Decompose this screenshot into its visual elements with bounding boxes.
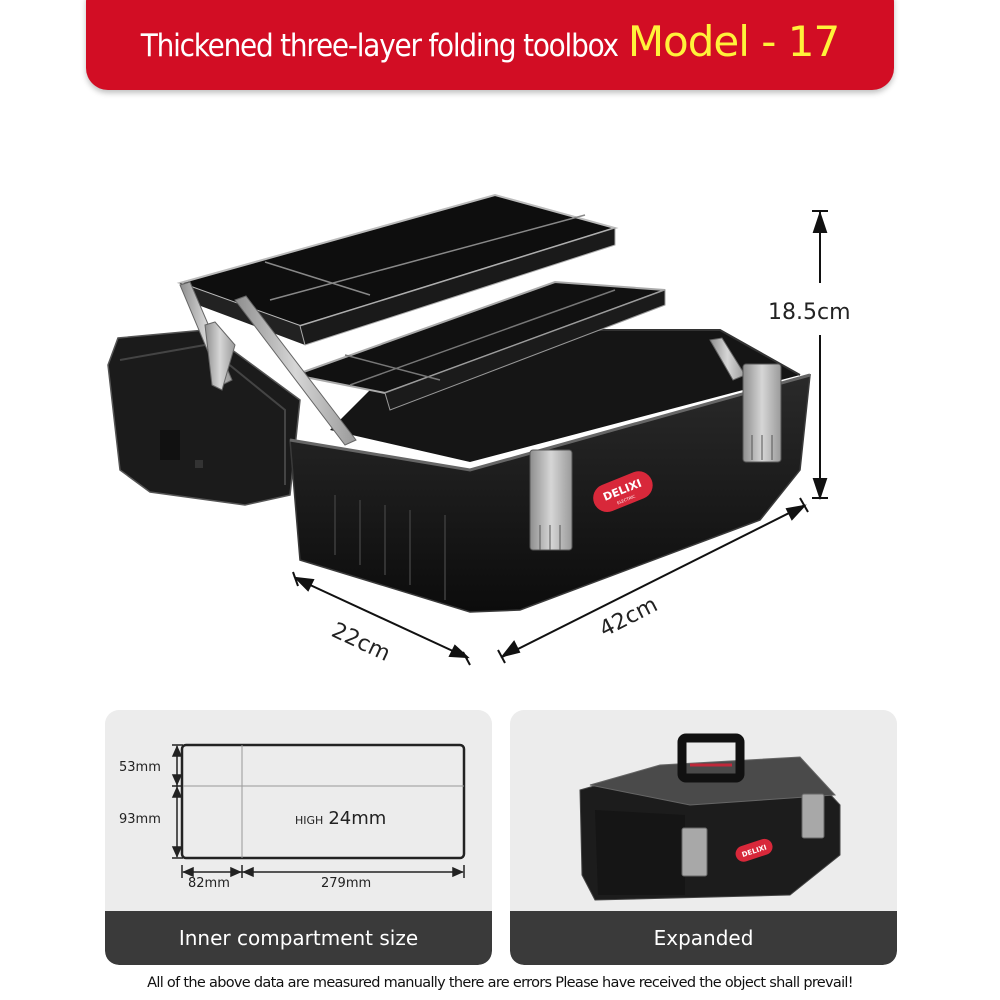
left-lid-section xyxy=(107,329,301,506)
cantilever-arms xyxy=(179,281,746,446)
bottom-row-height: 93mm xyxy=(119,812,161,827)
expanded-panel: DELIXI Expanded xyxy=(510,710,897,965)
inner-compartment-panel: 53mm 93mm 82mm 279mm HIGH 24mm Inner com… xyxy=(105,710,492,965)
middle-tray xyxy=(291,280,666,411)
svg-text:ELECTRIC: ELECTRIC xyxy=(616,494,636,506)
disclaimer-text: All of the above data are measured manua… xyxy=(147,975,853,991)
height-dimension-label: 18.5cm xyxy=(768,300,851,325)
top-tray xyxy=(176,193,619,346)
right-col-width: 279mm xyxy=(321,876,372,891)
banner-model: Model - 17 xyxy=(627,17,840,66)
title-banner: Thickened three-layer folding toolbox Mo… xyxy=(86,0,894,90)
high-value: 24mm xyxy=(328,808,387,829)
expanded-caption: Expanded xyxy=(510,911,897,965)
latch-right xyxy=(742,363,782,463)
left-col-width: 82mm xyxy=(188,876,230,891)
inner-compartment-caption: Inner compartment size xyxy=(105,911,492,965)
high-label: HIGH xyxy=(295,814,324,827)
brand-badge: DELIXI ELECTRIC xyxy=(593,471,653,512)
latch-left xyxy=(529,449,573,551)
top-row-height: 53mm xyxy=(119,760,161,775)
banner-title: Thickened three-layer folding toolbox xyxy=(140,28,619,64)
toolbox-open-illustration: DELIXI ELECTRIC xyxy=(107,193,828,666)
toolbox-closed-illustration: DELIXI xyxy=(579,733,841,901)
dimension-lines xyxy=(292,210,828,666)
height-annotation: HIGH 24mm xyxy=(295,808,386,829)
compartment-diagram xyxy=(171,743,466,878)
